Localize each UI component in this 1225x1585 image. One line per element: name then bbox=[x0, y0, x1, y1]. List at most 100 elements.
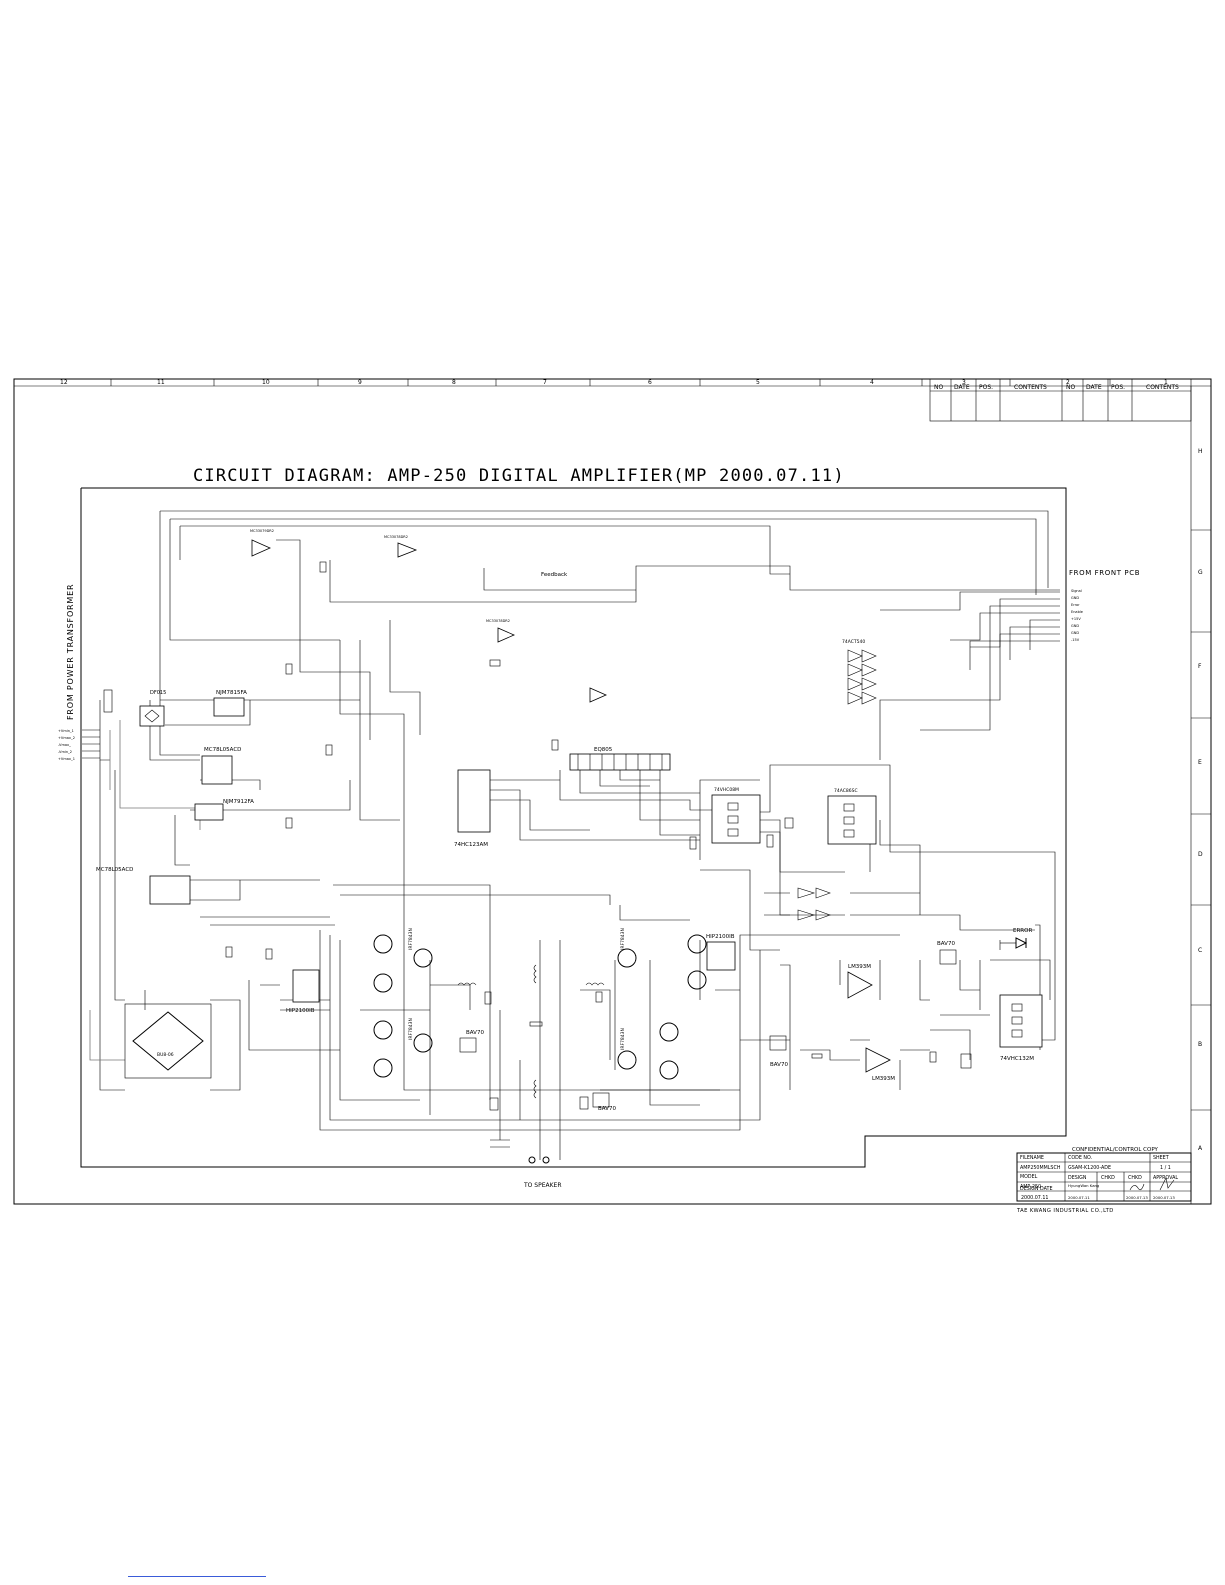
rev-col-no: NO bbox=[934, 384, 943, 391]
zone-1: 1 bbox=[1164, 379, 1168, 386]
transformer-connector: +Vmin_1 +Vmax_2 -Vmax_ -Vmin_2 +Vmax_1 bbox=[58, 729, 100, 761]
tb-company: TAE KWANG INDUSTRIAL CO.,LTD bbox=[1016, 1208, 1114, 1214]
label-from-front-pcb: FROM FRONT PCB bbox=[1069, 569, 1140, 577]
ic-u2-driver: HIP2100IB bbox=[286, 969, 320, 1014]
u4-label: 74ACT540 bbox=[842, 639, 865, 645]
board-outline bbox=[80, 487, 1067, 1168]
ic-u11: NJM7815FA bbox=[213, 690, 247, 717]
tb-design-date: 2000.07.11 bbox=[1021, 1195, 1048, 1201]
q1-label: IRF7843N bbox=[408, 928, 414, 950]
diode-d2: BAV70 bbox=[592, 1092, 616, 1112]
zone-4: 4 bbox=[870, 379, 874, 386]
opamp-u10a: MC33079DR2 bbox=[250, 529, 274, 557]
zone-3: 3 bbox=[962, 379, 966, 386]
ic-u5: 74VHC08M bbox=[711, 787, 761, 844]
revision-table: NO DATE POS. CONTENTS NO DATE POS. CONTE… bbox=[929, 378, 1192, 422]
q2-label: IRF7843N bbox=[408, 1018, 414, 1040]
u11-label: NJM7815FA bbox=[216, 690, 247, 696]
tb-design-label: DESIGN bbox=[1068, 1175, 1087, 1181]
ic-u9: 74AC86SC bbox=[827, 788, 877, 845]
outer-frame bbox=[13, 378, 1212, 1205]
zone-12: 12 bbox=[60, 379, 68, 386]
pcb-pin-6: GND bbox=[1071, 624, 1079, 628]
ic-u1-driver: HIP2100IB bbox=[706, 934, 736, 971]
diode-d1: BAV70 bbox=[459, 1030, 484, 1053]
label-from-power-transformer: FROM POWER TRANSFORMER bbox=[66, 584, 75, 720]
zone-E: E bbox=[1198, 759, 1202, 766]
pcb-pin-1: Signal bbox=[1071, 589, 1082, 593]
opamp3-label: MC33078DR2 bbox=[486, 619, 510, 623]
zone-10: 10 bbox=[262, 379, 270, 386]
tb-chkd2-label: CHKD bbox=[1128, 1175, 1142, 1181]
zone-G: G bbox=[1198, 569, 1203, 576]
tx-pin-4: -Vmin_2 bbox=[58, 750, 72, 754]
tb-approve-date: 2000.07.13 bbox=[1153, 1195, 1175, 1200]
tx-pin-1: +Vmin_1 bbox=[58, 729, 74, 733]
u14-label: NJM7912FA bbox=[223, 799, 254, 805]
d1-label: BAV70 bbox=[466, 1030, 484, 1036]
mosfet-q1: IRF7843N bbox=[408, 928, 433, 968]
rev-col-date: DATE bbox=[954, 384, 970, 391]
driver-transistors bbox=[373, 934, 707, 1080]
mosfet-q2: IRF7843N bbox=[408, 1018, 433, 1053]
jp-label: EQ805 bbox=[594, 747, 613, 753]
tb-filename-label: FILENAME bbox=[1020, 1155, 1044, 1161]
zone-D: D bbox=[1198, 851, 1203, 858]
u5-label: 74VHC08M bbox=[714, 787, 739, 793]
zone-5: 5 bbox=[756, 379, 760, 386]
tb-sheet-label: SHEET bbox=[1153, 1155, 1169, 1161]
pcb-pin-2: GND bbox=[1071, 596, 1079, 600]
ic-u7: 74VHC132M bbox=[999, 994, 1043, 1062]
pcb-pin-7: GND bbox=[1071, 631, 1079, 635]
u3b-label: LM393M bbox=[872, 1076, 895, 1082]
ic-u14: NJM7912FA bbox=[194, 799, 254, 821]
mosfet-q4: IRF7843N bbox=[617, 1028, 637, 1070]
zone-F: F bbox=[1198, 663, 1202, 670]
jp-eq805: EQ805 bbox=[569, 747, 671, 771]
zone-numbers: 12 11 10 9 8 7 6 5 4 3 2 1 bbox=[60, 379, 1168, 386]
tb-model-label: MODEL bbox=[1020, 1174, 1038, 1180]
zone-A: A bbox=[1198, 1145, 1203, 1152]
bridge-rectifier: BU8-06 bbox=[124, 1003, 212, 1079]
signature-check bbox=[1129, 1183, 1145, 1191]
tb-model: AMP-250 bbox=[1020, 1184, 1041, 1190]
rev-col-pos-2: POS. bbox=[1111, 384, 1125, 391]
diode-d4: BAV70 bbox=[937, 941, 957, 965]
ic-u3b-comparator: LM393M bbox=[865, 1047, 895, 1082]
d4-label: BAV70 bbox=[937, 941, 955, 947]
u8-label: 74HC123AM bbox=[454, 842, 488, 848]
ic-u8: 74HC123AM bbox=[454, 769, 491, 848]
pcb-pin-4: Enable bbox=[1071, 610, 1083, 614]
opamp-u10d bbox=[589, 687, 607, 703]
tb-confidential: CONFIDENTIAL/CONTROL COPY bbox=[1072, 1147, 1159, 1153]
opamp2-label: MC33078DR2 bbox=[384, 535, 408, 539]
rev-col-contents-2: CONTENTS bbox=[1146, 384, 1179, 391]
opamp-u10c: MC33078DR2 bbox=[486, 619, 515, 643]
gate-buffer-3 bbox=[797, 909, 816, 921]
ic-u3a-comparator: LM393M bbox=[847, 964, 873, 999]
pcb-pin-3: Error bbox=[1071, 603, 1080, 607]
u6-label: DF015 bbox=[150, 690, 166, 696]
rev-col-no-2: NO bbox=[1066, 384, 1075, 391]
zone-2: 2 bbox=[1066, 379, 1070, 386]
tb-code: GSAM-K1200-ADE bbox=[1068, 1165, 1111, 1171]
tb-filename: AMP250MMLSCH bbox=[1020, 1165, 1061, 1171]
bottom-link-underline bbox=[128, 1576, 266, 1577]
tb-sheet: 1 / 1 bbox=[1160, 1165, 1171, 1171]
front-pcb-connector: Signal GND Error Enable +15V GND GND -15… bbox=[1071, 589, 1083, 642]
tb-designer-date: 2000.07.11 bbox=[1068, 1195, 1090, 1200]
title-block: CONFIDENTIAL/CONTROL COPY FILENAME AMP25… bbox=[1016, 1147, 1192, 1214]
u9-label: 74AC86SC bbox=[834, 788, 858, 794]
zone-11: 11 bbox=[157, 379, 165, 386]
d3-label: BAV70 bbox=[770, 1062, 788, 1068]
diagram-title: CIRCUIT DIAGRAM: AMP-250 DIGITAL AMPLIFI… bbox=[193, 466, 845, 486]
tb-designer: HyungWan Kang bbox=[1068, 1183, 1100, 1188]
label-feedback: Feedback bbox=[541, 572, 568, 578]
tx-pin-2: +Vmax_2 bbox=[58, 736, 75, 740]
passive-components bbox=[103, 561, 972, 1111]
tb-chkd-label: CHKD bbox=[1101, 1175, 1115, 1181]
mosfet-q3: IRF7843N bbox=[617, 928, 637, 968]
u2-label: HIP2100IB bbox=[286, 1008, 315, 1014]
wiring-nets bbox=[99, 510, 1060, 1160]
gate-buffer-2 bbox=[815, 887, 831, 899]
